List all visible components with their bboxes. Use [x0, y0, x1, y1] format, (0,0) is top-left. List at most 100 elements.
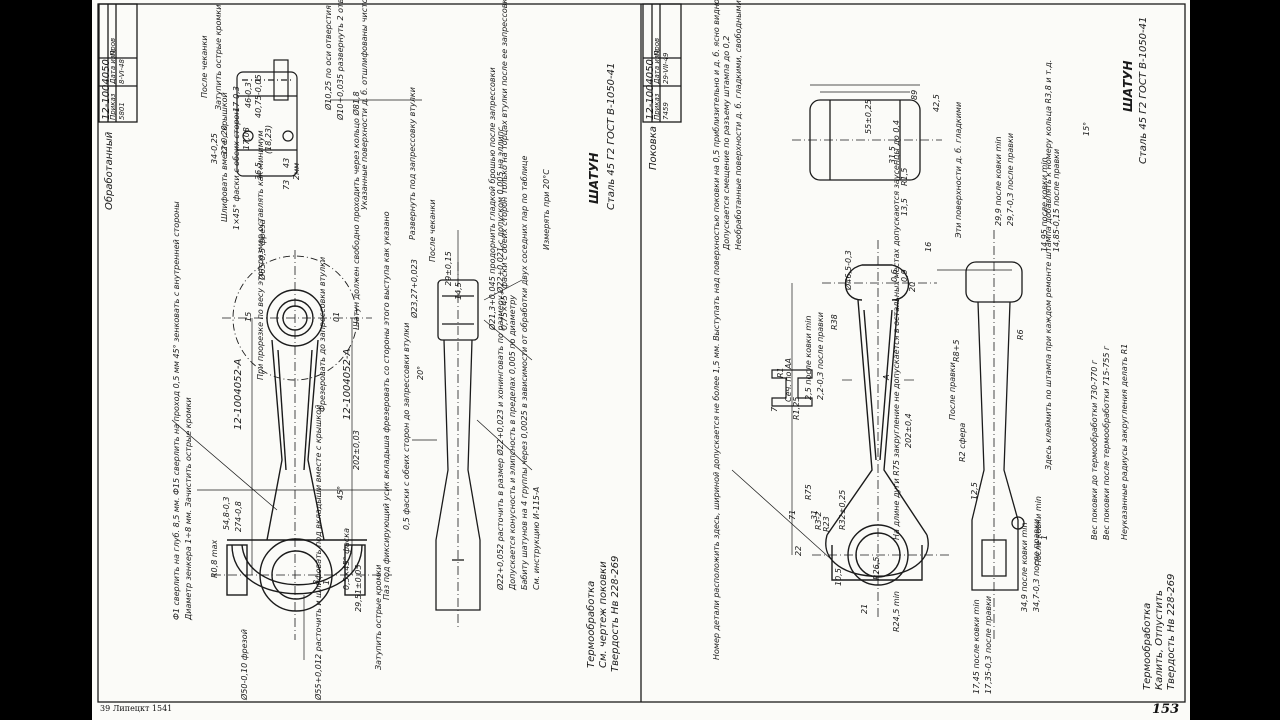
note-weight-before: Вес поковки до термообработки 730-770 г: [1090, 359, 1099, 540]
note-radii: Неуказанные радиусы закругления делать R…: [1120, 343, 1129, 540]
rdim-r245: R24,5 min: [892, 591, 901, 632]
note-part-number: Номер детали расположить здесь, шириной …: [712, 0, 721, 660]
rdim-06: 0,6: [890, 269, 899, 282]
left-stamp-h3: Пров: [109, 37, 117, 56]
left-stage-label: Обработанный: [104, 131, 115, 210]
note-ref-right: 12-1004052-А: [342, 348, 353, 420]
note-grind-with-cap: Шлифовать вместе с крышкой: [220, 92, 229, 222]
note-ream-with-cap: Ø10+0,035 развернуть 2 отв. вместе с кры…: [336, 0, 345, 120]
note-oil-hole: Ф1 сверлить на глуб. 8,5 мм. Ф15 сверлит…: [172, 201, 181, 620]
rdim-r15: R1,5: [900, 167, 909, 186]
dimension-lines-left: [171, 99, 422, 660]
dim-1823: (18,23): [264, 124, 273, 154]
rdim-349: 34,9 после ковки min: [1020, 522, 1029, 612]
rdim-71: 71: [788, 509, 797, 520]
right-stamp-h1: Приказ: [653, 93, 661, 121]
right-heat-3: Твердость Нв 228-269: [1166, 573, 1177, 690]
rdim-r265: R26,5: [872, 556, 881, 580]
dim-2: 2мм: [292, 162, 301, 180]
rdim-09: 0,9: [900, 269, 909, 282]
right-stage-label: Поковка: [648, 126, 659, 170]
dim-1708: 17,08: [242, 127, 251, 150]
rdim-31: 31: [810, 509, 819, 520]
dim-2951: 29,51±0,05: [354, 564, 363, 612]
rdim-1735: 17,35-0,3 после правки: [984, 595, 993, 694]
dim-29: 29±0,15: [444, 251, 453, 286]
dim-365: 36,5: [254, 162, 263, 180]
dim-34: 34-0,25: [210, 133, 219, 164]
right-heat-1: Термообработка: [1142, 602, 1153, 690]
footer-left-label: 39 Липецкт 1541: [100, 704, 173, 713]
note-offset: Допускается смещение по разъему штампа д…: [722, 35, 731, 250]
left-stamp-h1: Приказ: [109, 93, 117, 121]
note-blunt-crank: Затупить острые кромки: [374, 564, 383, 670]
left-part-name: ШАТУН: [587, 152, 601, 204]
right-heat-2: Калить, Отпустить: [1154, 590, 1165, 690]
note-chamfer-both: 0,5 фаски с обеих сторон до запрессовки …: [402, 322, 411, 530]
note-surfaces-smooth: Эти поверхности д. б. гладкими: [954, 101, 963, 238]
technical-drawing: [97, 3, 1186, 703]
rdim-r6: R6: [1016, 329, 1025, 340]
note-big-end: Ø55+0,012 расточить и шлифовать под вкла…: [314, 404, 323, 700]
note-sec: Сеч. по АА: [784, 358, 793, 402]
dim-1: 1: [322, 579, 331, 585]
note-bore-2: Допускается конусность и элипсность в пр…: [508, 294, 517, 590]
forging-section-view: [965, 230, 1025, 640]
right-stamp-v1: 7459: [662, 102, 670, 120]
rdim-105: 10,5: [834, 568, 843, 586]
note-after-coining: После чеканки: [428, 199, 437, 262]
left-heat-2: См. чертеж поковки: [598, 561, 609, 668]
dim-46: 46-0,3: [244, 82, 253, 108]
note-after-straight: После правки: [948, 362, 957, 420]
left-heat-3: Твердость Нв 228-269: [610, 555, 621, 672]
dim-2327: Ø23,27+0,023: [410, 259, 419, 318]
left-material: Сталь 45 Г2 ГОСТ В-1050-41: [606, 62, 617, 210]
rdim-202: 202±0,4: [904, 413, 913, 448]
note-measure-temp: Измерять при 20°С: [542, 169, 551, 250]
note-weight-after: Вес поковки после термообработки 715-755…: [1102, 345, 1111, 540]
rdim-r23: R23: [822, 516, 831, 532]
right-material: Сталь 45 Г2 ГОСТ В-1050-41: [1138, 16, 1149, 164]
rdim-425: 42,5: [932, 94, 941, 112]
rdim-15deg: 15°: [1082, 121, 1091, 136]
dim-173: 17-0,3: [232, 86, 241, 112]
rdim-22: 2,2-0,3 после правки: [816, 312, 825, 400]
left-stamp-v2: 8-VI-48: [118, 59, 126, 84]
rdim-r8: R8+5: [952, 339, 961, 362]
rdim-a: А: [882, 374, 891, 380]
note-bore-3: Бабиту шатунов на 4 группы через 0,0025 …: [520, 155, 529, 590]
rdim-r1: R1: [776, 367, 785, 378]
note-oil-hole-2: Диаметр зенкера 1÷8 мм. Зачистить острые…: [184, 397, 193, 620]
rod-section-view: [435, 262, 481, 630]
rdim-16: 16: [924, 241, 933, 252]
note-dia-65: Ø65-0,5 фреза: [258, 219, 267, 280]
forging-top-view: [792, 84, 942, 181]
left-stamp-box: [98, 3, 138, 123]
note-ref-left: 12-1004052-А: [233, 358, 244, 430]
rdim-315: 31,5: [888, 146, 897, 164]
rdim-20: 20: [908, 281, 917, 292]
rdim-r125: R1,25: [792, 396, 801, 420]
note-dia-50: Ø50-0,10 фрезой: [240, 629, 249, 700]
centerlines-right: [812, 240, 952, 620]
note-weight-stamp: Здесь клеймить no штампа при каждом ремо…: [1044, 59, 1053, 470]
dim-274: 274-0,8: [234, 501, 243, 532]
note-mill-bushing: Фрезеровать до запрессовки втулки: [318, 256, 327, 412]
dim-01: 01: [332, 311, 341, 322]
left-stamp-v1: 5801: [118, 102, 126, 120]
note-chamfers: 1×45° фаски с обеих сторон: [232, 109, 241, 230]
right-stamp-box: [642, 3, 682, 123]
dim-20: 20°: [416, 365, 425, 380]
dim-r08: R0,8 max: [210, 539, 219, 578]
note-after-forge-1: 29,9 после ковки min: [994, 136, 1003, 226]
rdim-1: 1: [1040, 534, 1049, 540]
note-after-cap: После чеканки: [200, 35, 209, 98]
cap-detail-view: [236, 59, 298, 177]
rdim-347: 34,7-0,3 после правки: [1032, 518, 1041, 612]
note-bore-4: См. инструкцию И-115-А: [532, 486, 541, 590]
dim-145: 14,5: [454, 282, 463, 300]
rdim-22b: 22: [794, 545, 803, 556]
rdim-7: 7: [770, 406, 779, 412]
rdim-r38: R38: [830, 314, 839, 330]
note-after-straight-2: 14,85-0,15 после правки: [1052, 148, 1061, 252]
